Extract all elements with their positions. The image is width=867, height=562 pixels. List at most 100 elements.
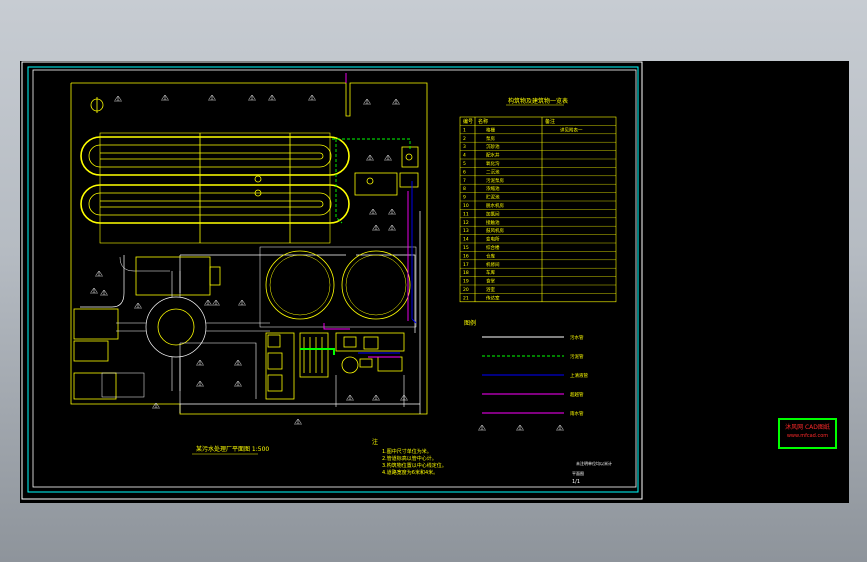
chlorine-contact-tank[interactable] — [299, 332, 329, 378]
tree-icon — [196, 359, 204, 366]
tree-icon — [161, 94, 169, 101]
table-cell-name: 贮泥池 — [486, 194, 500, 201]
table-cell-no: 15 — [463, 245, 469, 251]
table-cell-name: 污泥泵房 — [486, 177, 504, 184]
tree-icon — [346, 394, 354, 401]
building-warehouse[interactable] — [73, 308, 119, 340]
legend-label: 污泥管 — [570, 353, 584, 360]
table-header-cell: 备注 — [545, 118, 555, 125]
tree-icon — [388, 224, 396, 231]
tree-icon — [294, 418, 302, 425]
tree-icon — [238, 299, 246, 306]
clarifier-1[interactable] — [265, 250, 335, 320]
stamp-line1: 沐风网 CAD图纸 — [785, 424, 830, 431]
table-cell-name: 沉砂池 — [486, 143, 500, 150]
tree-icon — [196, 380, 204, 387]
table-cell-name: 综合楼 — [486, 244, 500, 251]
tree-icon — [400, 394, 408, 401]
cad-viewport[interactable]: 某污水处理厂平面图 1:500 注 1.图中尺寸单位为米。 2.管道标高以管中心… — [20, 61, 849, 503]
table-cell-no: 8 — [463, 186, 466, 192]
note-4: 4.道路宽度为6米和4米。 — [382, 469, 438, 476]
tree-icon — [234, 380, 242, 387]
note-3: 3.构筑物位置以中心线定位。 — [382, 462, 447, 469]
tree-icon — [366, 154, 374, 161]
table-header-cell: 名称 — [478, 118, 488, 125]
tree-icon — [134, 302, 142, 309]
table-cell-no: 1 — [463, 127, 466, 133]
tree-icon — [152, 402, 160, 409]
table-cell-no: 12 — [463, 220, 469, 226]
site-boundary — [70, 82, 428, 415]
stamp-line2: www.mfcad.com — [786, 433, 829, 439]
drawing-boundary — [32, 69, 637, 488]
table-cell-name: 鼓风机房 — [486, 227, 504, 234]
clarifier-2[interactable] — [341, 250, 411, 320]
tree-icon — [392, 98, 400, 105]
tree-icon — [90, 287, 98, 294]
building-garage[interactable] — [73, 372, 117, 400]
tree-icon — [95, 270, 103, 277]
table-cell-name: 机修间 — [486, 261, 500, 268]
sheet-number: 1/1 — [572, 479, 580, 485]
table-cell-name: 车库 — [486, 269, 495, 276]
table-cell-name: 传达室 — [486, 294, 500, 301]
legend-foot: 未注明单位均以米计 — [576, 460, 612, 466]
legend-label: 超越管 — [570, 391, 584, 398]
table-title: 构筑物及建筑物一览表 — [508, 97, 568, 105]
building-comprehensive[interactable] — [135, 256, 211, 296]
note-2: 2.管道标高以管中心计。 — [382, 455, 437, 462]
legend-label: 上清液管 — [570, 372, 588, 379]
tree-icon — [204, 299, 212, 306]
table-cell-name: 二沉池 — [486, 168, 500, 175]
drawing-title: 某污水处理厂平面图 1:500 — [196, 445, 269, 453]
note-1: 1.图中尺寸单位为米。 — [382, 448, 432, 455]
table-cell-name: 浓缩池 — [486, 185, 500, 192]
sheet-border — [21, 61, 643, 500]
tree-icon — [363, 98, 371, 105]
tree-icon — [268, 94, 276, 101]
tree-icon — [114, 95, 122, 102]
tree-icon — [369, 208, 377, 215]
table-cell-no: 13 — [463, 228, 469, 234]
drawing-canvas[interactable]: 某污水处理厂平面图 1:500 注 1.图中尺寸单位为米。 2.管道标高以管中心… — [20, 61, 849, 503]
table-cell-name: 加氯间 — [486, 210, 500, 217]
pipe-network[interactable] — [300, 73, 417, 358]
legend-label: 污水管 — [570, 334, 584, 341]
table-cell-no: 4 — [463, 153, 466, 159]
table-cell-name: 浴室 — [486, 286, 495, 293]
table-cell-name: 仓库 — [486, 252, 495, 259]
table-cell-name: 配水井 — [486, 152, 500, 159]
tree-icon — [248, 94, 256, 101]
sheet-label: 平面图 — [572, 470, 584, 476]
table-cell-no: 20 — [463, 287, 469, 293]
tree-icon — [234, 359, 242, 366]
table-cell-name: 食堂 — [486, 278, 495, 285]
table-cell-name: 氧化沟 — [486, 160, 500, 167]
table-cell-no: 16 — [463, 253, 469, 259]
table-cell-no: 6 — [463, 169, 466, 175]
sludge-dewatering-room[interactable] — [265, 332, 295, 400]
table-cell-no: 10 — [463, 203, 469, 209]
building-blower[interactable] — [354, 172, 398, 196]
tree-icon — [372, 224, 380, 231]
structures-table — [459, 116, 617, 303]
table-cell-no: 14 — [463, 237, 469, 243]
tree-icon — [308, 94, 316, 101]
table-cell-no: 2 — [463, 136, 466, 142]
inner-frame — [27, 66, 639, 493]
tree-icon — [388, 208, 396, 215]
table-cell-no: 9 — [463, 195, 466, 201]
table-cell-no: 21 — [463, 295, 469, 301]
tree-icon — [516, 424, 524, 431]
table-cell-name: 变电所 — [486, 236, 500, 243]
tree-icon — [384, 154, 392, 161]
table-cell-name: 泵房 — [486, 135, 495, 142]
tree-icon — [100, 289, 108, 296]
oxidation-ditch[interactable] — [80, 132, 350, 244]
watermark-stamp[interactable]: 沐风网 CAD图纸 www.mfcad.com — [778, 418, 837, 449]
notes-heading: 注 — [372, 438, 378, 446]
table-cell-no: 17 — [463, 262, 469, 268]
table-cell-no: 3 — [463, 144, 466, 150]
legend-label: 雨水管 — [570, 410, 584, 417]
